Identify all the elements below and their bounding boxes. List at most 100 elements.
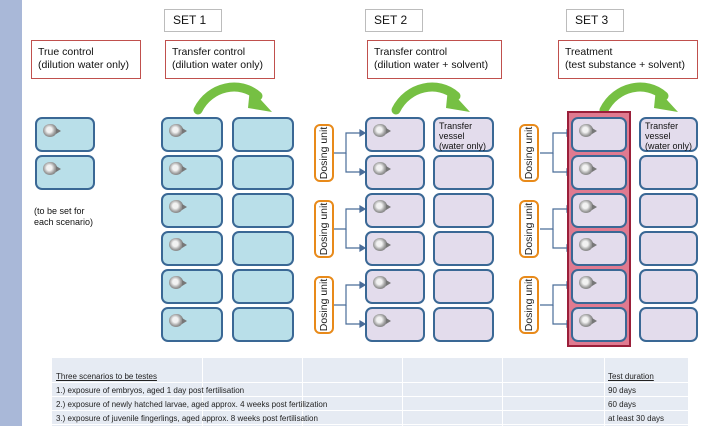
- set1-tank: [161, 269, 223, 304]
- set1-tank: [161, 117, 223, 152]
- transfer-vessel-label: Transfer vessel (water only): [641, 119, 696, 153]
- transfer-arrow-set3: [599, 82, 678, 115]
- fish-icon: [579, 124, 597, 137]
- treatment-title: Treatment: [565, 46, 613, 58]
- fish-icon: [169, 238, 187, 251]
- dosing-unit-label: Dosing unit: [523, 202, 535, 256]
- fish-icon: [169, 200, 187, 213]
- table-gridline: [402, 358, 403, 426]
- set1-transfer-tank: [232, 193, 294, 228]
- scenario-duration: at least 30 days: [608, 414, 665, 423]
- true-control-tank: [35, 117, 95, 152]
- table-gridline: [202, 358, 203, 426]
- transfer-vessel-line-2: vessel: [645, 131, 671, 141]
- set3-tank: [571, 155, 627, 190]
- table-header-row: Three scenarios to be testes Test durati…: [52, 370, 688, 383]
- set-3-label: SET 3: [566, 9, 624, 32]
- true-control-title: True control: [38, 46, 94, 58]
- table-row: 2.) exposure of newly hatched larvae, ag…: [52, 398, 688, 411]
- fish-icon: [373, 276, 391, 289]
- set1-tank: [161, 155, 223, 190]
- set2-transfer-tank: [433, 231, 494, 266]
- dosing-unit-label: Dosing unit: [523, 126, 535, 180]
- transfer-vessel-line-3: (water only): [439, 141, 487, 151]
- dosing-unit: Dosing unit: [519, 276, 539, 334]
- set1-transfer-tank: [232, 269, 294, 304]
- transfer-control-2-box: Transfer control (dilution water + solve…: [367, 40, 502, 79]
- set2-tank: [365, 269, 425, 304]
- table-row: 3.) exposure of juvenile fingerlings, ag…: [52, 412, 688, 425]
- fish-icon: [579, 200, 597, 213]
- fish-icon: [579, 276, 597, 289]
- dosing-unit: Dosing unit: [314, 124, 334, 182]
- transfer-vessel-line-3: (water only): [645, 141, 693, 151]
- transfer-control-1-box: Transfer control (dilution water only): [165, 40, 275, 79]
- scenario-note-line-1: (to be set for: [34, 206, 85, 216]
- dosing-unit-label: Dosing unit: [318, 278, 330, 332]
- treatment-subtitle: (test substance + solvent): [565, 59, 685, 71]
- fish-icon: [373, 314, 391, 327]
- transfer-vessel-line-2: vessel: [439, 131, 465, 141]
- transfer-control-2-subtitle: (dilution water + solvent): [374, 59, 489, 71]
- set1-transfer-tank: [232, 231, 294, 266]
- set3-tank: [571, 117, 627, 152]
- true-control-tank: [35, 155, 95, 190]
- treatment-box: Treatment (test substance + solvent): [558, 40, 698, 79]
- set2-tank: [365, 193, 425, 228]
- set-2-label: SET 2: [365, 9, 423, 32]
- scenario-table: Three scenarios to be testes Test durati…: [52, 358, 688, 426]
- fish-icon: [579, 238, 597, 251]
- set1-transfer-tank: [232, 117, 294, 152]
- set2-transfer-tank: [433, 307, 494, 342]
- fish-icon: [169, 162, 187, 175]
- dosing-unit-label: Dosing unit: [318, 126, 330, 180]
- transfer-vessel-line-1: Transfer: [645, 121, 679, 131]
- true-control-subtitle: (dilution water only): [38, 59, 130, 71]
- table-gridline: [502, 358, 503, 426]
- fish-icon: [579, 162, 597, 175]
- fish-icon: [373, 162, 391, 175]
- set2-tank: [365, 307, 425, 342]
- set2-transfer-tank: [433, 269, 494, 304]
- set2-transfer-vessel: Transfer vessel (water only): [433, 117, 494, 152]
- dosing-unit: Dosing unit: [314, 276, 334, 334]
- transfer-arrow-set1: [193, 82, 272, 115]
- set3-tank: [571, 307, 627, 342]
- set3-transfer-tank: [639, 193, 698, 228]
- scenario-label: 1.) exposure of embryos, aged 1 day post…: [56, 386, 245, 395]
- fish-icon: [169, 276, 187, 289]
- dosing-unit: Dosing unit: [519, 124, 539, 182]
- scenario-note: (to be set for each scenario): [34, 206, 124, 228]
- set3-tank: [571, 193, 627, 228]
- scenario-note-line-2: each scenario): [34, 217, 94, 227]
- table-row: 1.) exposure of embryos, aged 1 day post…: [52, 384, 688, 397]
- dosing-unit: Dosing unit: [314, 200, 334, 258]
- table-gridline: [604, 358, 605, 426]
- set-1-label: SET 1: [164, 9, 222, 32]
- diagram-canvas: SET 1 SET 2 SET 3 True control (dilution…: [22, 0, 709, 426]
- scenario-label: 2.) exposure of newly hatched larvae, ag…: [56, 400, 328, 409]
- set2-transfer-tank: [433, 155, 494, 190]
- transfer-arrow-set2: [391, 82, 470, 115]
- transfer-vessel-line-1: Transfer: [439, 121, 473, 131]
- table-header-scenarios: Three scenarios to be testes: [56, 372, 157, 381]
- scenario-duration: 90 days: [608, 386, 637, 395]
- fish-icon: [373, 124, 391, 137]
- fish-icon: [373, 238, 391, 251]
- transfer-vessel-label: Transfer vessel (water only): [435, 119, 490, 153]
- fish-icon: [169, 314, 187, 327]
- fish-icon: [579, 314, 597, 327]
- dosing-unit-label: Dosing unit: [523, 278, 535, 332]
- table-gridline: [302, 358, 303, 426]
- fish-icon: [169, 124, 187, 137]
- dosing-unit: Dosing unit: [519, 200, 539, 258]
- set1-transfer-tank: [232, 307, 294, 342]
- set3-transfer-tank: [639, 155, 698, 190]
- scenario-duration: 60 days: [608, 400, 637, 409]
- dosing-unit-label: Dosing unit: [318, 202, 330, 256]
- set2-transfer-tank: [433, 193, 494, 228]
- set3-transfer-tank: [639, 269, 698, 304]
- set3-tank: [571, 269, 627, 304]
- table-header-duration: Test duration: [608, 372, 654, 381]
- transfer-control-1-title: Transfer control: [172, 46, 246, 58]
